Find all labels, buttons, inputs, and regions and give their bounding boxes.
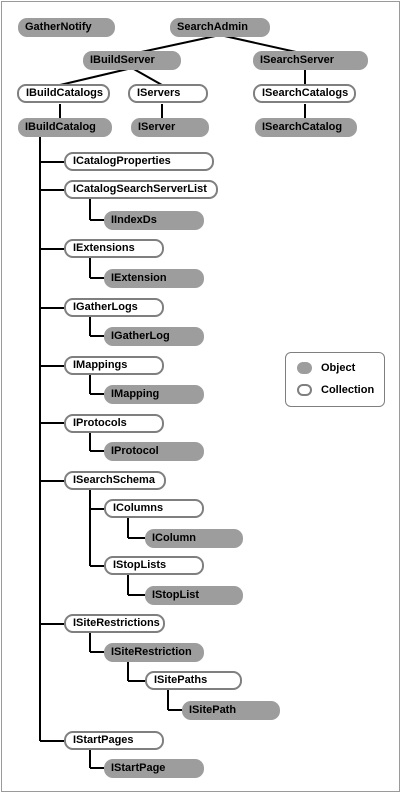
node-imapping: IMapping	[104, 385, 204, 404]
legend-label-collection: Collection	[321, 384, 375, 396]
node-isitepaths: ISitePaths	[145, 671, 242, 690]
node-searchadmin: SearchAdmin	[170, 18, 270, 37]
node-iindexds: IIndexDs	[104, 211, 204, 230]
node-isearchcatalogs: ISearchCatalogs	[253, 84, 356, 103]
node-icatalogproperties: ICatalogProperties	[64, 152, 214, 171]
legend: Object Collection	[285, 352, 385, 407]
node-isearchcatalog: ISearchCatalog	[255, 118, 357, 137]
node-imappings: IMappings	[64, 356, 164, 375]
node-ibuildcatalog: IBuildCatalog	[18, 118, 112, 137]
node-icolumns: IColumns	[104, 499, 204, 518]
object-swatch	[297, 362, 312, 374]
node-istartpage: IStartPage	[104, 759, 204, 778]
node-iserver: IServer	[131, 118, 209, 137]
node-istartpages: IStartPages	[64, 731, 164, 750]
node-igatherlog: IGatherLog	[104, 327, 204, 346]
node-iprotocols: IProtocols	[64, 414, 164, 433]
legend-item-object: Object	[297, 361, 383, 377]
collection-swatch	[297, 384, 312, 396]
node-ibuildcatalogs: IBuildCatalogs	[17, 84, 110, 103]
node-isiterestrictions: ISiteRestrictions	[64, 614, 165, 633]
node-iprotocol: IProtocol	[104, 442, 204, 461]
node-istoplists: IStopLists	[104, 556, 204, 575]
node-icatalogsearchserverlist: ICatalogSearchServerList	[64, 180, 218, 199]
node-iservers: IServers	[128, 84, 208, 103]
node-igatherlogs: IGatherLogs	[64, 298, 164, 317]
legend-label-object: Object	[321, 362, 356, 374]
node-icolumn: IColumn	[145, 529, 243, 548]
node-isearchschema: ISearchSchema	[64, 471, 166, 490]
node-gathernotify: GatherNotify	[18, 18, 115, 37]
node-isitepath: ISitePath	[182, 701, 280, 720]
node-istoplist: IStopList	[145, 586, 243, 605]
node-iextension: IExtension	[104, 269, 204, 288]
node-isearchserver: ISearchServer	[253, 51, 368, 70]
node-isiterestriction: ISiteRestriction	[104, 643, 204, 662]
legend-item-collection: Collection	[297, 383, 383, 399]
node-iextensions: IExtensions	[64, 239, 164, 258]
node-ibuildserver: IBuildServer	[83, 51, 181, 70]
